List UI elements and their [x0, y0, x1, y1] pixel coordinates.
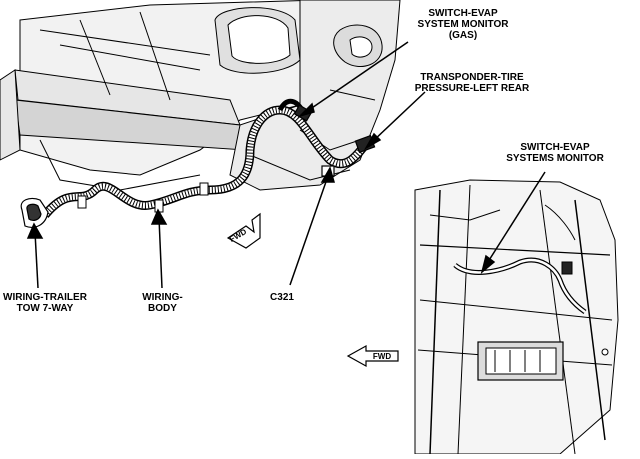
label-line: BODY: [148, 303, 177, 314]
inset-detail: [414, 179, 619, 455]
inset-leader: [480, 171, 546, 275]
fwd-arrow-main: [226, 212, 261, 249]
label-line: SWITCH-EVAP: [520, 142, 590, 153]
label-line: PRESSURE-LEFT REAR: [414, 83, 530, 94]
label-switch-evap-inset: SWITCH-EVAP SYSTEMS MONITOR: [500, 142, 610, 164]
wiring-body-harness: [41, 98, 369, 218]
label-line: WIRING-TRAILER: [3, 292, 87, 303]
label-c321: C321: [270, 292, 294, 303]
label-switch-evap-gas: SWITCH-EVAP SYSTEM MONITOR (GAS): [408, 8, 518, 41]
leader-lines: [26, 41, 426, 289]
label-line: SYSTEM MONITOR: [417, 19, 509, 30]
label-tpms-left-rear: TRANSPONDER-TIRE PRESSURE-LEFT REAR: [412, 72, 532, 94]
label-line: (GAS): [448, 30, 478, 41]
trailer-tow-connector: [20, 197, 49, 228]
label-line: SWITCH-EVAP: [428, 8, 498, 19]
label-line: WIRING-: [142, 292, 183, 303]
label-wiring-body: WIRING- BODY: [135, 292, 190, 314]
label-line: TRANSPONDER-TIRE: [420, 72, 524, 83]
label-line: SYSTEMS MONITOR: [506, 153, 604, 164]
fwd-label-inset: FWD: [372, 352, 392, 361]
label-line: TOW 7-WAY: [16, 303, 74, 314]
label-wiring-trailer: WIRING-TRAILER TOW 7-WAY: [0, 292, 90, 314]
fwd-arrow-inset: [346, 344, 399, 368]
